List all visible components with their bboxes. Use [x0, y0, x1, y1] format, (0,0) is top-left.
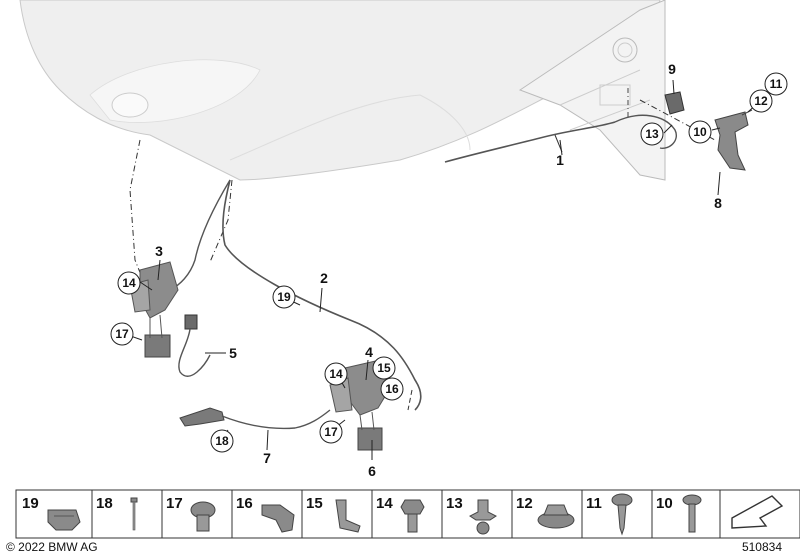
svg-text:12: 12 — [754, 94, 768, 108]
callout-10: 10 — [688, 120, 712, 144]
callout-14-left: 14 — [117, 271, 141, 295]
callout-14-right: 14 — [324, 362, 348, 386]
strip-number-17: 17 — [166, 495, 183, 512]
callout-3: 3 — [155, 243, 163, 259]
strip-number-15: 15 — [306, 495, 323, 512]
push-rivet-icon — [469, 499, 497, 535]
strip-number-16: 16 — [236, 495, 253, 512]
hood-contact-switch — [178, 314, 211, 377]
callout-2: 2 — [320, 270, 328, 286]
self-tapping-screw-icon — [611, 493, 633, 536]
callout-12: 12 — [749, 89, 773, 113]
svg-text:17: 17 — [115, 327, 129, 341]
hex-bolt-icon — [400, 499, 425, 533]
svg-text:14: 14 — [122, 276, 136, 290]
callout-13: 13 — [640, 122, 664, 146]
angle-bracket-icon — [335, 499, 361, 533]
rivet-pin-icon — [130, 497, 138, 531]
callout-16: 16 — [380, 377, 404, 401]
release-cable-2 — [222, 179, 422, 411]
svg-text:13: 13 — [645, 127, 659, 141]
svg-text:14: 14 — [329, 367, 343, 381]
callout-18: 18 — [210, 429, 234, 453]
copyright-text: © 2022 BMW AG — [6, 540, 98, 554]
hood-emblem-hole — [111, 92, 149, 118]
callout-4: 4 — [365, 344, 373, 360]
flange-nut-icon — [537, 504, 575, 529]
svg-text:16: 16 — [385, 382, 399, 396]
svg-text:19: 19 — [277, 290, 291, 304]
svg-text:11: 11 — [770, 77, 783, 91]
torx-bolt-icon — [190, 501, 216, 532]
strip-number-12: 12 — [516, 495, 533, 512]
hood-lock-left — [129, 261, 179, 358]
callout-19: 19 — [272, 285, 296, 309]
svg-text:17: 17 — [324, 425, 338, 439]
parts-strip: 19 18 17 16 15 14 13 12 11 10 — [15, 489, 800, 539]
callout-5: 5 — [229, 345, 237, 361]
diagram-id: 510834 — [741, 540, 782, 554]
callout-17-left: 17 — [110, 322, 134, 346]
safety-catch-assembly — [664, 91, 753, 171]
strip-number-18: 18 — [96, 495, 113, 512]
strip-number-14: 14 — [376, 495, 393, 512]
svg-text:18: 18 — [215, 434, 229, 448]
callout-1: 1 — [556, 152, 564, 168]
svg-text:10: 10 — [693, 125, 707, 139]
orientation-arrow-icon — [731, 495, 784, 529]
callout-7: 7 — [263, 450, 271, 466]
strip-number-19: 19 — [22, 495, 39, 512]
callout-8: 8 — [714, 195, 722, 211]
strip-number-13: 13 — [446, 495, 463, 512]
long-screw-icon — [682, 494, 702, 533]
svg-text:15: 15 — [377, 361, 391, 375]
release-cable-1 — [444, 121, 616, 163]
clip-icon — [47, 509, 81, 531]
callout-17-right: 17 — [319, 420, 343, 444]
strip-number-10: 10 — [656, 495, 673, 512]
bracket-clip-icon — [261, 504, 295, 533]
callout-6: 6 — [368, 463, 376, 479]
callout-9: 9 — [668, 61, 676, 77]
callout-15: 15 — [372, 356, 396, 380]
strip-number-11: 11 — [586, 495, 602, 512]
callout-11: 11 — [764, 72, 788, 96]
release-lever — [179, 407, 331, 430]
hood-inner-frame — [518, 0, 666, 181]
